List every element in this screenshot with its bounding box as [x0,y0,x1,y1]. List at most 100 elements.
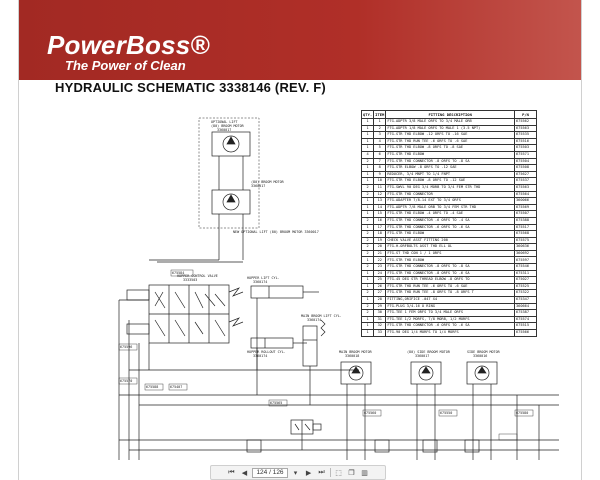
label-hopper-lift-cyl: HOPPER LIFT CYL. [247,276,280,280]
cell-item: 29 [373,302,387,311]
cell-description: FTG-STR THD ELBOW -12 ORFS TO -16 SAE [385,131,515,139]
page-number-field[interactable]: 124 / 126 [252,467,288,478]
label-hopper-rollout-cyl-pn: 3360174 [253,354,268,358]
page-dropdown-icon[interactable]: ▾ [293,469,298,477]
header-banner: PowerBoss® The Power of Clean [19,0,581,80]
cell-item: 8 [373,164,387,172]
cell-pn: 675525 [514,282,537,291]
cell-description: FTG-SWVL 90 DEG 3/4 MORB TO 3/4 FEM STR … [385,183,515,192]
label-main-broom-lift-cyl-pn: 3360174 [307,318,322,322]
cell-item: 22 [373,256,387,265]
cell-pn: 675535 [514,131,537,139]
label-hopper-lift-cyl-pn: 3360174 [253,280,268,284]
hydraulic-schematic-drawing [118,117,559,460]
label-pn-675560: 675560 [364,411,377,415]
label-side2-broom-motor: SIDE BROOM MOTOR [467,350,500,354]
cell-description: FTG-TEE 1 FEM ORFS TO 3/4 MALE ORFS [385,309,515,317]
label-optional-pn: 3360017 [217,128,232,132]
cell-pn: 675516 [514,137,537,146]
cell-pn: 675507 [514,210,537,218]
last-page-icon[interactable]: ⏭ [318,468,325,476]
cell-qty: 2 [360,302,375,311]
cell-qty: 2 [360,157,375,166]
cell-description: FTG-STR THD ELBOW -4 ORFS TO -4 SAE [385,210,515,218]
cell-item: 3 [373,131,387,139]
document-page: PowerBoss® The Power of Clean HYDRAULIC … [18,0,582,480]
label-pn-675580: 675580 [516,411,529,415]
label-hopper-control-valve-pn: 3333503 [183,278,198,282]
cell-item: 21 [373,249,387,258]
cell-qty: 1 [360,131,375,139]
cell-qty: 1 [360,269,375,278]
label-broom-motor-pn: 3360017 [251,184,266,188]
label-pn-675570: 675570 [120,379,133,383]
cell-description: FTG-ADPTR 3/8 MALE ORFS TO 3/4 MALE ORB [385,118,515,126]
cell-qty: 2 [360,289,375,298]
cell-description: FTG-ADPTR 7/8 MALE ORB TO 3/4 FEM STR TH… [385,203,515,212]
cell-pn: 360692 [514,249,537,258]
cell-qty: 1 [360,144,375,152]
cell-qty: 1 [360,197,375,205]
cell-description: FTG-90 DEG 1/4 MORFS TO 1/4 MORFS [385,329,515,337]
cell-qty: 4 [360,150,375,159]
two-page-icon[interactable]: ▥ [361,469,368,477]
copy-icon[interactable]: ❐ [348,469,355,477]
label-pn-675588: 675588 [146,385,159,389]
cell-item: 23 [373,263,387,271]
cell-item: 16 [373,216,387,225]
cell-pn: 675571 [514,150,537,159]
cell-item: 7 [373,157,387,166]
cell-item: 25 [373,276,387,284]
label-broom-motor: (80) BROOM MOTOR [251,180,284,184]
cell-item: 27 [373,289,387,298]
cell-item: 4 [373,137,387,146]
cell-description: CHECK VALVE ASST FITTING 200 [385,236,515,245]
previous-page-icon[interactable]: ◀ [241,469,248,477]
cell-item: 26 [373,282,387,291]
cell-pn: 675537 [514,177,537,185]
cell-description: REDUCER, 3/4 MNPT TO 1/4 FNPT [385,170,515,179]
cell-qty: 1 [360,210,375,218]
pdf-page-toolbar: ⏮ ◀ 124 / 126 ▾ ▶ ⏭ ⬚ ❐ ▥ [210,465,386,480]
next-page-icon[interactable]: ▶ [305,469,312,477]
cell-description: FTG-STR THD CONNECTOR [385,190,515,199]
cell-item: 1 [373,118,387,126]
cell-description: FTG-STR THD CONNECTOR -6 ORFS TO -6 SA [385,322,515,330]
column-header-pn: P/N [514,110,537,119]
column-header-description: FITTING DESCRIPTION [385,110,515,119]
cell-pn: 675347 [514,296,537,304]
cell-description: FTG-STR THD RUN TEE -6 ORFS TO -6 SAE [385,137,515,146]
cell-pn: 360636 [514,243,537,251]
cell-qty: 2 [360,263,375,271]
label-pn-675407: 675407 [170,385,183,389]
label-main-broom-lift-cyl: MAIN BROOM LIFT CYL. [301,314,342,318]
cell-qty: 1 [360,322,375,330]
cell-description: FTG-ST THD CON 1 / 1 ORFS [385,249,515,258]
first-page-icon[interactable]: ⏮ [228,468,235,476]
fit-page-icon[interactable]: ⬚ [335,469,342,477]
label-optional-broom-motor: (80) BROOM MOTOR [211,124,244,128]
cell-item: 33 [373,329,387,337]
cell-qty: 1 [360,296,375,304]
cell-item: 12 [373,190,387,199]
cell-pn: 675027 [514,276,537,284]
cell-item: 11 [373,183,387,192]
cell-pn: 675574 [514,315,537,324]
cell-pn: 675569 [514,203,537,212]
cell-pn: 675597 [514,256,537,265]
cell-item: 30 [373,309,387,317]
cell-item: 9 [373,170,387,179]
cell-pn: 675503 [514,144,537,152]
cell-item: 28 [373,296,387,304]
